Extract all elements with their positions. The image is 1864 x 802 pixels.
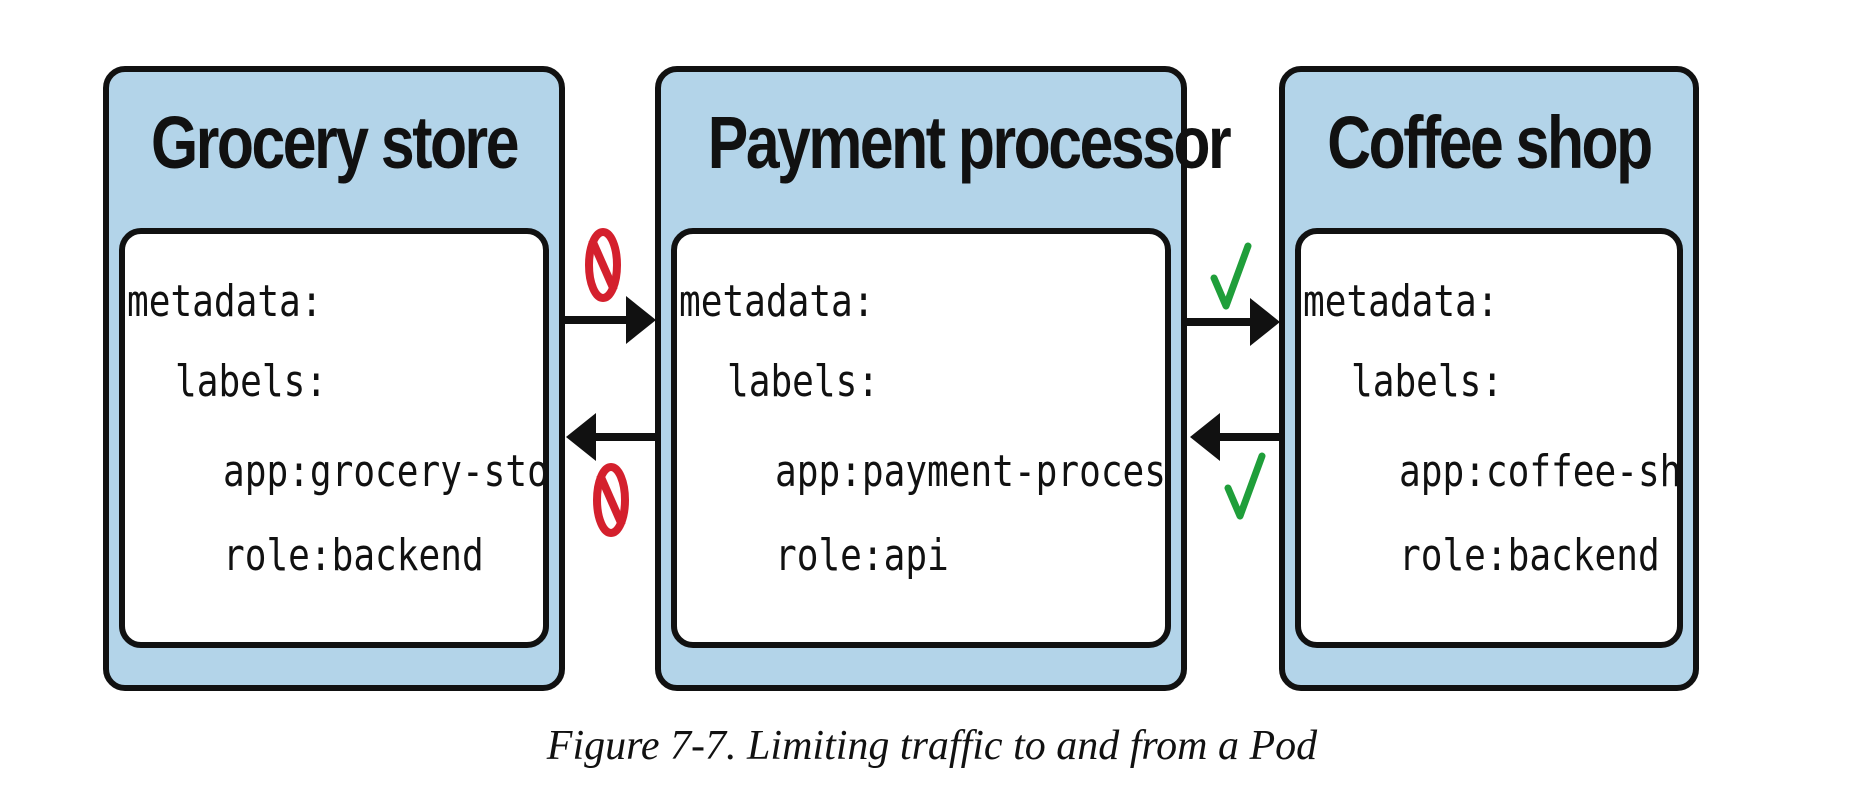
- metadata-line: metadata:: [679, 276, 875, 327]
- arrow-grocery-to-payment: [565, 296, 656, 344]
- arrow-coffee-to-payment: [1190, 413, 1279, 461]
- role-label-line: role:backend: [1399, 530, 1660, 581]
- pod-title: Grocery store: [150, 101, 519, 184]
- labels-line: labels:: [727, 356, 880, 407]
- figure-caption: Figure 7-7. Limiting traffic to and from…: [546, 723, 1318, 769]
- pod-coffee-shop: Coffee shop metadata: labels: app:coffee…: [1279, 66, 1699, 691]
- pod-labels-box: metadata: labels: app:coffee-shop role:b…: [1295, 228, 1683, 648]
- role-label-line: role:api: [775, 530, 949, 581]
- pod-labels-box: metadata: labels: app:payment-processor …: [671, 228, 1171, 648]
- prohibited-icon: [585, 228, 621, 302]
- app-label-line: app:grocery-store: [223, 446, 549, 497]
- pod-payment-processor: Payment processor metadata: labels: app:…: [655, 66, 1232, 691]
- app-label-line: app:coffee-shop: [1399, 446, 1682, 497]
- labels-line: labels:: [1351, 356, 1504, 407]
- pod-grocery-store: Grocery store metadata: labels: app:groc…: [103, 66, 565, 691]
- checkmark-icon: [1224, 452, 1266, 520]
- labels-line: labels:: [175, 356, 328, 407]
- role-label-line: role:backend: [223, 530, 484, 581]
- metadata-line: metadata:: [127, 276, 323, 327]
- arrow-payment-to-grocery: [566, 413, 655, 461]
- pod-title: Coffee shop: [1327, 101, 1653, 184]
- metadata-line: metadata:: [1303, 276, 1499, 327]
- pod-labels-box: metadata: labels: app:grocery-store role…: [119, 228, 549, 648]
- app-label-line: app:payment-processor: [775, 446, 1166, 497]
- arrow-payment-to-coffee: [1187, 298, 1280, 346]
- prohibited-icon: [593, 463, 629, 537]
- checkmark-icon: [1210, 242, 1252, 310]
